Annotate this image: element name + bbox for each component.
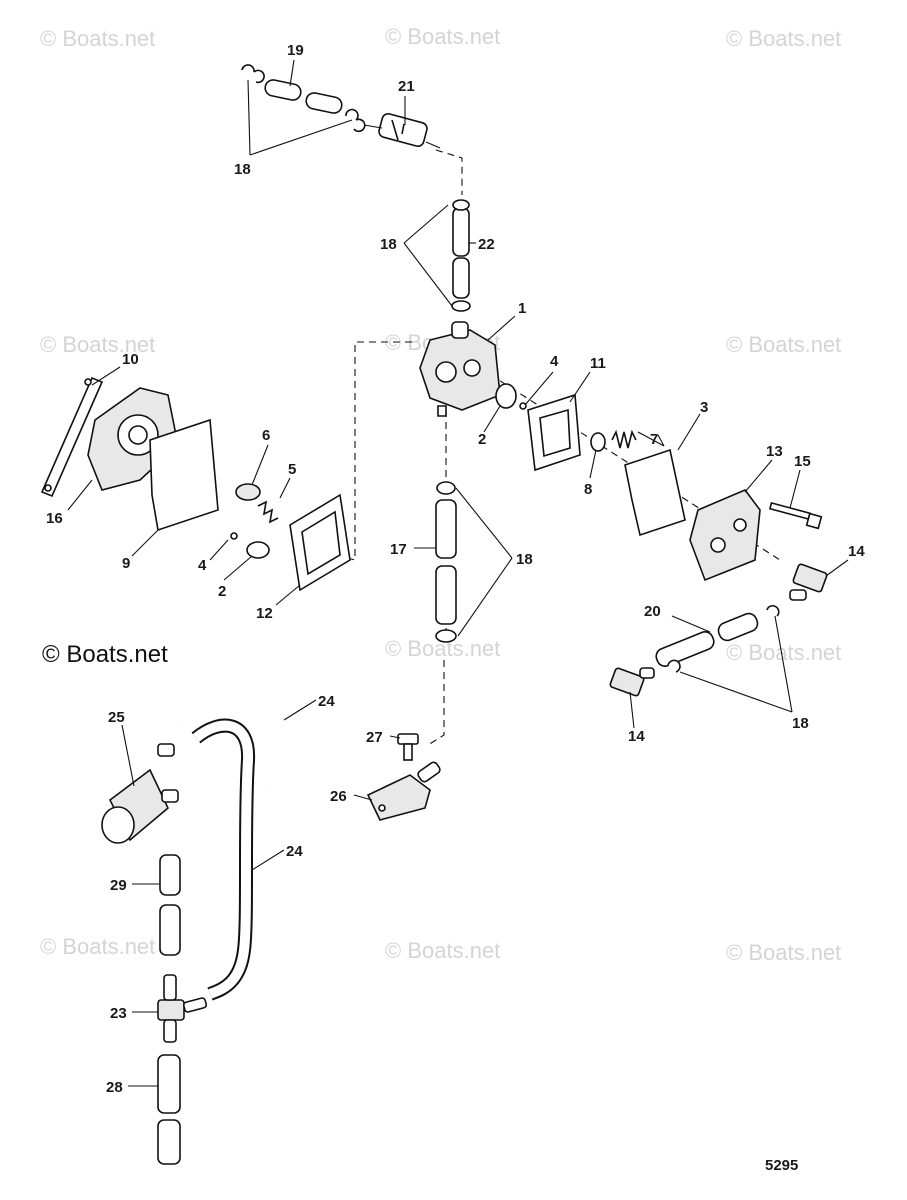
watermark: © Boats.net: [385, 24, 500, 49]
watermark-prominent: © Boats.net: [42, 641, 168, 668]
washer-8: [590, 432, 606, 452]
callout-label: 4: [550, 353, 559, 370]
callout-label: 9: [122, 555, 130, 572]
callout-label: 17: [390, 541, 407, 558]
watermark: © Boats.net: [40, 26, 155, 51]
figure-number: 5295: [765, 1157, 798, 1174]
callout-label: 25: [108, 709, 125, 726]
assembly-line: [427, 660, 445, 746]
spring-5: [257, 500, 279, 524]
callout-label: 15: [794, 453, 811, 470]
watermark: © Boats.net: [40, 934, 155, 959]
callout-label: 8: [584, 481, 592, 498]
watermark: © Boats.net: [40, 332, 155, 357]
callout-label: 18: [792, 715, 809, 732]
screw-15: [768, 501, 823, 530]
callout-label: 14: [848, 543, 865, 560]
callout-label: 2: [218, 583, 226, 600]
diaphragm-2: [246, 541, 270, 559]
callout-label: 18: [380, 236, 397, 253]
watermark: © Boats.net: [726, 26, 841, 51]
elbow-fitting-14: [609, 667, 655, 697]
callout-label: 2: [478, 431, 486, 448]
screw-4: [519, 402, 527, 410]
callout-label: 27: [366, 729, 383, 746]
callout-label: 24: [318, 693, 335, 710]
hose-24: [191, 718, 256, 1001]
callout-label: 14: [628, 728, 645, 745]
screw-4: [230, 532, 238, 540]
diaphragm-3: [624, 448, 686, 537]
watermark: © Boats.net: [726, 332, 841, 357]
callout-label: 5: [288, 461, 296, 478]
fuel-pump-body-1: [419, 321, 501, 417]
callout-label: 11: [590, 355, 606, 372]
callout-label: 20: [644, 603, 661, 620]
callout-label: 6: [262, 427, 270, 444]
hose-29: [159, 854, 181, 956]
hose-22: [451, 199, 471, 312]
callout-label: 16: [46, 510, 63, 527]
assembly-line: [435, 149, 463, 195]
callout-label: 13: [766, 443, 783, 460]
watermark: © Boats.net: [726, 940, 841, 965]
watermark: © Boats.net: [385, 938, 500, 963]
callout-label: 1: [518, 300, 526, 317]
elbow-fitting-14: [789, 563, 828, 601]
tee-fitting-23: [157, 974, 208, 1043]
callout-label: 18: [234, 161, 251, 178]
callout-layer: 19 21 18 22 18 1 10 4 11 7 3 6 5 2 16 9 …: [46, 42, 865, 1096]
callout-label: 10: [122, 351, 139, 368]
hose-17: [435, 481, 457, 643]
screw-27: [397, 733, 419, 761]
callout-label: 3: [700, 399, 708, 416]
diaphragm-2: [495, 383, 517, 409]
callout-label: 24: [286, 843, 303, 860]
gasket-11: [527, 393, 581, 472]
hose-28: [157, 1054, 181, 1165]
hose-19: [241, 64, 366, 133]
callout-label: 21: [398, 78, 415, 95]
callout-label: 22: [478, 236, 495, 253]
callout-label: 29: [110, 877, 127, 894]
callout-label: 12: [256, 605, 273, 622]
fuel-filter-21: [363, 113, 441, 149]
callout-label: 7: [650, 431, 658, 448]
callout-label: 4: [198, 557, 207, 574]
leader-lines: [67, 59, 849, 1087]
watermark: © Boats.net: [726, 640, 841, 665]
pump-cover-13: [689, 489, 761, 582]
spring-7: [611, 429, 637, 449]
hose-20: [655, 604, 780, 673]
washer-6: [235, 483, 261, 501]
callout-label: 19: [287, 42, 304, 59]
fuel-filter-25: [101, 743, 179, 844]
callout-label: 26: [330, 788, 347, 805]
callout-label: 18: [516, 551, 533, 568]
callout-label: 23: [110, 1005, 127, 1022]
gasket-12: [289, 493, 351, 592]
fitting-26: [366, 761, 441, 821]
callout-label: 28: [106, 1079, 123, 1096]
gasket-10: [40, 376, 104, 498]
diaphragm-9: [149, 418, 219, 532]
